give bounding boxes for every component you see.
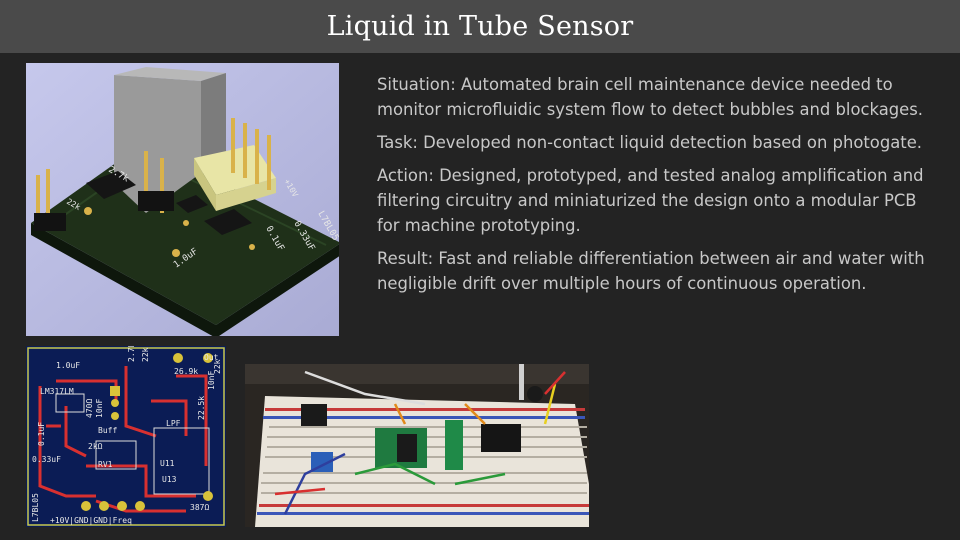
layout-label: 1.0uF [56,361,80,370]
task-paragraph: Task: Developed non-contact liquid detec… [377,133,922,152]
layout-label: LPF [166,419,181,428]
layout-label: 10nF [95,399,104,418]
layout-label: 0.1uF [37,422,46,446]
layout-label: Buff [98,426,117,435]
layout-label: 0.33uF [32,455,61,464]
layout-label: U13 [162,475,177,484]
layout-label: U11 [160,459,175,468]
pcb-layout-image: 1.0uF 2.7k 22k 26.9k LM317LM 470Ω 10nF B… [26,346,226,527]
layout-label: 2.7k [127,346,136,362]
layout-label: 10nF [207,371,216,390]
layout-label: 2kΩ [88,442,103,451]
layout-label: 470Ω [85,399,94,418]
pcb-3d-render-image: L7BL05 0.33uF 0.1uF 2.7k 1.0uF +10V 22k [26,63,339,336]
layout-label: LM317LM [40,387,74,396]
layout-label: Out [204,353,219,362]
action-paragraph: Action: Designed, prototyped, and tested… [377,166,924,235]
breadboard-prototype-photo [245,364,589,527]
slide-title: Liquid in Tube Sensor [326,11,634,42]
layout-label: +10V|GND|GND|Freq [50,516,132,525]
layout-label: 26.9k [174,367,198,376]
situation-paragraph: Situation: Automated brain cell maintena… [377,75,923,119]
layout-label: 22k [213,359,222,374]
pin-header [34,118,271,231]
layout-label: RV1 [98,460,113,469]
layout-label: L7BL05 [31,493,40,522]
layout-label: 22k [141,347,150,362]
layout-label: 22.5k [197,396,206,420]
description-text: Situation: Automated brain cell maintena… [377,72,937,304]
result-paragraph: Result: Fast and reliable differentiatio… [377,249,925,293]
title-bar: Liquid in Tube Sensor [0,0,960,53]
layout-label: 387Ω [190,503,209,512]
